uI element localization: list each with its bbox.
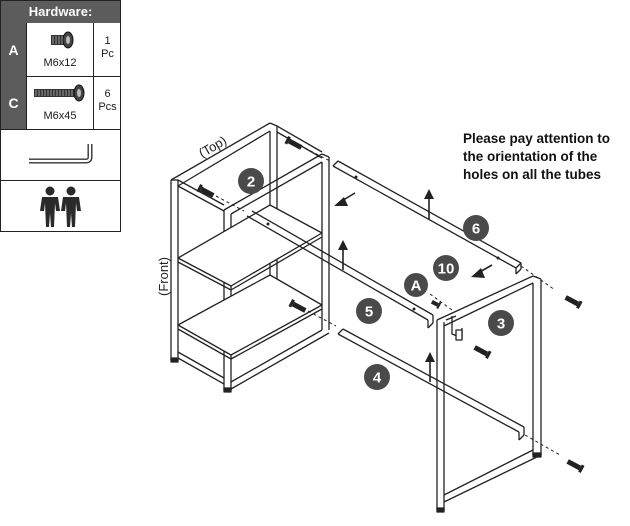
note-line-3: holes on all the tubes (463, 167, 602, 182)
arrow-down-left-icon (334, 192, 356, 206)
hardware-a-qty-num: 1 (104, 35, 111, 47)
right-frame (436, 275, 542, 513)
note-line-2: the orientation of the (463, 149, 598, 164)
guide-lines (215, 147, 561, 456)
bolt-icon (473, 345, 492, 359)
divider (1, 180, 120, 181)
short-bolt-icon (430, 299, 442, 310)
arrow-up-icon (425, 352, 435, 382)
bolt-icon (564, 295, 583, 309)
hardware-letter-c: C (1, 76, 26, 129)
left-frame-back (170, 122, 278, 360)
shelves (177, 204, 323, 360)
badge-part-6: 6 (463, 215, 489, 241)
hardware-c-qty-num: 6 (104, 88, 111, 100)
hardware-c-cell: M6x45 (26, 76, 93, 129)
hardware-c-qty: 6 Pcs (93, 76, 121, 129)
badge-part-6-label: 6 (472, 221, 480, 238)
hardware-c-name: M6x45 (43, 110, 77, 122)
short-bolt-icon (51, 31, 74, 49)
hardware-a-qty: 1 Pc (93, 23, 121, 76)
bolt-icon (566, 459, 585, 473)
hardware-letter-a: A (1, 23, 26, 76)
badge-part-5-label: 5 (365, 304, 373, 321)
tube-holes (266, 175, 500, 311)
part-badges: 2 6 10 A 3 5 4 (238, 168, 514, 390)
hardware-a-cell: M6x12 (26, 23, 93, 76)
bolt-icon (284, 136, 303, 150)
hardware-title: Hardware: (1, 1, 120, 23)
hardware-table: Hardware: A M6x12 1 Pc C (0, 0, 121, 232)
badge-part-a-label: A (411, 278, 422, 295)
divider (1, 76, 120, 77)
hardware-c-qty-unit: Pcs (98, 101, 117, 113)
hardware-a-name: M6x12 (43, 57, 77, 69)
label-front: (Front) (156, 257, 171, 296)
orientation-note: Please pay attention to the orientation … (463, 130, 630, 184)
arrow-up-icon (338, 240, 348, 270)
badge-part-a: A (404, 273, 428, 297)
bolts (196, 136, 585, 473)
bolt-icon (196, 184, 215, 198)
tube-4 (337, 328, 525, 441)
arrow-up-icon (424, 189, 434, 219)
badge-part-3: 3 (488, 310, 514, 336)
badge-part-2-label: 2 (247, 174, 255, 191)
badge-part-2: 2 (238, 168, 264, 194)
two-people-icon (40, 186, 81, 227)
hardware-a-qty-unit: Pc (101, 48, 114, 60)
divider (1, 129, 120, 130)
badge-part-5: 5 (356, 298, 382, 324)
note-line-1: Please pay attention to (463, 131, 611, 146)
long-bolt-icon (34, 84, 85, 102)
badge-part-3-label: 3 (497, 316, 505, 333)
badge-part-4: 4 (364, 364, 390, 390)
badge-part-10-label: 10 (438, 261, 455, 278)
allen-key-icon (29, 144, 93, 164)
badge-part-4-label: 4 (373, 370, 382, 387)
badge-part-10: 10 (433, 255, 459, 281)
arrow-down-left-icon (471, 264, 493, 278)
bolt-icon (288, 299, 307, 313)
arrows (334, 189, 493, 382)
